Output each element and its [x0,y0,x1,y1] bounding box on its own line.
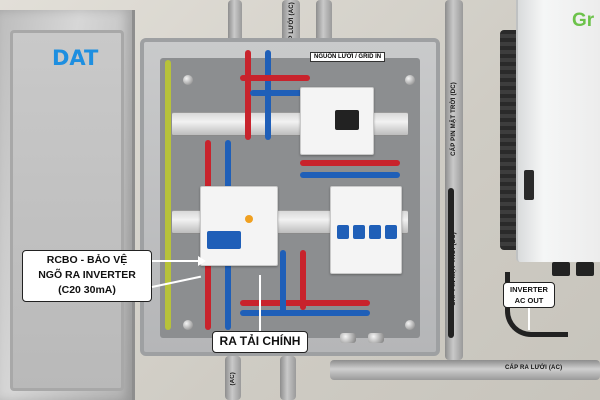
wire-red-mid [245,50,251,140]
grid-in-breaker-lever[interactable] [335,110,359,130]
screw-bottom-left [183,320,193,330]
mcb-lever-1[interactable] [337,225,349,239]
solar-inverter [516,0,600,262]
screw-top-right [405,75,415,85]
rcbo-arrowhead-1 [198,256,206,266]
brand-logo: DAT [52,46,99,70]
grid-in-label: NGUỒN LƯỚI / GRID IN [310,52,386,62]
gland-bottom-3 [340,333,356,343]
inverter-brand: Gr [572,10,595,31]
inverter-led-strip [524,170,534,200]
conduit-top-right [316,0,332,44]
enclosure-door[interactable] [0,10,135,400]
wire-red-outgoing [300,250,306,310]
rcbo-arrow-1 [152,260,200,262]
inverter-out-line1: INVERTER [510,285,548,294]
cable-label-ac-grid: CÁP RA LƯỚI (AC) [505,365,563,371]
wire-blue-bottom [240,310,370,316]
conduit-top-left [228,0,242,44]
rcbo-label-line1: RCBO - BẢO VỆ [46,254,128,266]
gland-bottom-4 [368,333,384,343]
wire-red-right-bus [300,160,400,166]
inverter-dc-cable [448,188,454,338]
cable-label-ac-bottom: (AC) [230,372,236,386]
rcbo-label-line3: (C20 30mA) [58,284,116,296]
mcb-group [330,186,402,274]
conduit-bottom-horizontal [330,360,600,380]
inverter-out-arrow [528,308,530,330]
rcbo-breaker [200,186,278,266]
wire-blue-right-bus [300,172,400,178]
load-out-label: RA TẢI CHÍNH [212,331,308,353]
wire-blue-outgoing [280,250,286,315]
mcb-lever-4[interactable] [385,225,397,239]
wire-red-top [240,75,310,81]
inverter-out-line2: AC OUT [514,296,544,305]
screw-top-left [183,75,193,85]
rcbo-test-button[interactable] [245,215,253,223]
wire-blue-top [250,90,310,96]
inverter-out-label: INVERTER AC OUT [503,282,555,308]
load-out-arrow [259,275,261,331]
rcbo-label: RCBO - BẢO VỆ NGÕ RA INVERTER (C20 30mA) [22,250,152,302]
mcb-lever-3[interactable] [369,225,381,239]
grid-in-breaker [300,87,374,155]
rcbo-label-line2: NGÕ RA INVERTER [38,269,136,281]
conduit-bottom-mid [280,356,296,400]
mcb-lever-2[interactable] [353,225,365,239]
inverter-connector-2 [576,262,594,276]
door-inner-panel [10,30,124,391]
wire-yellow-green-left [165,60,171,330]
cable-label-pv-1: CÁP PIN MẶT TRỜI (DC) [451,82,457,156]
screw-bottom-right [405,320,415,330]
conduit-top-mid [282,0,300,44]
conduit-bottom-left [225,356,241,400]
rcbo-lever[interactable] [207,231,241,249]
inverter-heatsink [500,30,520,250]
